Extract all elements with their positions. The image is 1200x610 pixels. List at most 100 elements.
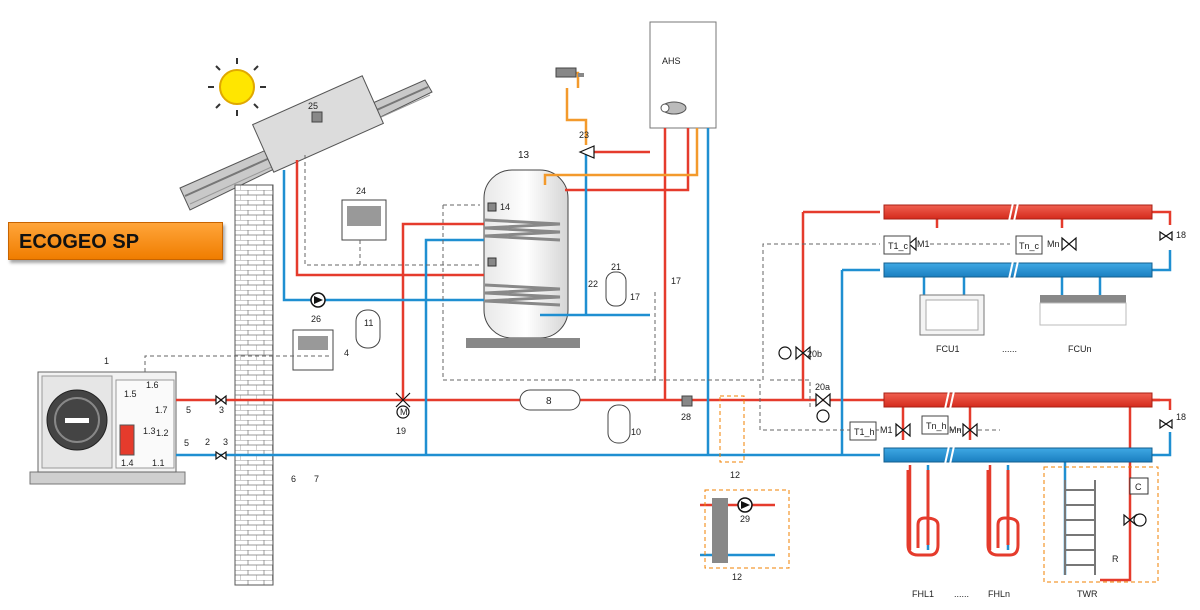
valve-motor-19 bbox=[396, 405, 410, 419]
label-22: 22 bbox=[588, 279, 598, 289]
sensor-t1c-label: T1_c bbox=[888, 241, 909, 251]
label-23: 23 bbox=[579, 130, 589, 140]
label-8: 8 bbox=[546, 396, 552, 407]
expansion-vessel-21 bbox=[605, 271, 627, 307]
control-wiring bbox=[144, 155, 1010, 431]
auxiliary-heat-source bbox=[649, 21, 717, 129]
motor-mn-h-label: Mn bbox=[949, 425, 962, 435]
label-11: 11 bbox=[364, 318, 373, 328]
return-manifold-lower bbox=[883, 447, 1153, 463]
label-4: 4 bbox=[344, 348, 349, 358]
label-twr: TWR bbox=[1077, 589, 1098, 599]
bypass-valve-18-upper bbox=[1159, 230, 1173, 242]
fan-coil-unit-n bbox=[1039, 295, 1127, 326]
valve-3-upper bbox=[215, 394, 227, 406]
label-18-upper: 18 bbox=[1176, 230, 1186, 240]
buffer-tank-8 bbox=[519, 389, 581, 411]
label-12-lower: 12 bbox=[732, 572, 742, 582]
label-fcun: FCUn bbox=[1068, 344, 1092, 354]
label-2: 2 bbox=[205, 437, 210, 447]
expansion-vessel-10 bbox=[607, 404, 631, 444]
r-label: R bbox=[1112, 554, 1119, 564]
outdoor-unit bbox=[29, 371, 186, 485]
label-20a: 20a bbox=[815, 382, 830, 392]
sensor-box-tnc bbox=[1015, 235, 1043, 255]
solar-sensor-25 bbox=[311, 111, 323, 123]
label-1-7: 1.7 bbox=[155, 405, 168, 415]
label-26: 26 bbox=[311, 314, 321, 324]
label-1: 1 bbox=[104, 356, 109, 366]
label-1-1: 1.1 bbox=[152, 458, 165, 468]
label-19: 19 bbox=[396, 426, 406, 436]
motor-mn-c-label: Mn bbox=[1047, 239, 1060, 249]
floor-heating-loop-n bbox=[986, 470, 1020, 557]
valve-20a bbox=[815, 392, 831, 408]
sensor-box-tnh bbox=[921, 415, 949, 435]
towel-radiator-zone bbox=[1043, 466, 1159, 583]
sensor-box-t1h bbox=[849, 421, 877, 441]
label-18-lower: 18 bbox=[1176, 412, 1186, 422]
label-28: 28 bbox=[681, 412, 691, 422]
sun-icon bbox=[208, 58, 266, 116]
label-24: 24 bbox=[356, 186, 366, 196]
brand-label: ECOGEO SP bbox=[8, 222, 223, 260]
heating-supply-manifold-lower bbox=[883, 392, 1153, 408]
floor-heating-loop-1 bbox=[906, 470, 940, 557]
bypass-valve-18-lower bbox=[1159, 418, 1173, 430]
label-20b: 20b bbox=[807, 349, 822, 359]
towel-radiator bbox=[1064, 480, 1096, 575]
roof bbox=[179, 75, 433, 211]
label-12-upper: 12 bbox=[730, 470, 740, 480]
label-fhln: FHLn bbox=[988, 589, 1010, 599]
motor-m1-h-label: M1 bbox=[880, 425, 893, 435]
pump-29 bbox=[737, 497, 753, 513]
zone-valve-m1-h bbox=[895, 422, 911, 438]
label-29: 29 bbox=[740, 514, 750, 524]
optional-zone-12 bbox=[719, 395, 745, 463]
label-1-5: 1.5 bbox=[124, 389, 137, 399]
valve-3-lower bbox=[215, 450, 227, 461]
three-way-valve-19 bbox=[395, 392, 411, 408]
label-fhl1: FHL1 bbox=[912, 589, 934, 599]
dots-fcu: ...... bbox=[1002, 344, 1017, 354]
motor-m1-c-label: M1 bbox=[917, 239, 930, 249]
label-6: 6 bbox=[291, 474, 296, 484]
label-14: 14 bbox=[500, 202, 510, 212]
label-1-4: 1.4 bbox=[121, 458, 134, 468]
brick-wall bbox=[234, 184, 274, 586]
label-fcu1: FCU1 bbox=[936, 344, 960, 354]
label-1-6: 1.6 bbox=[146, 380, 159, 390]
label-3-upper: 3 bbox=[219, 405, 224, 415]
sensor-box-t1c bbox=[883, 235, 911, 255]
label-17-upper: 17 bbox=[671, 276, 681, 286]
zone-valve-mn-c bbox=[1061, 236, 1077, 252]
dhw-tank bbox=[466, 169, 580, 348]
label-25: 25 bbox=[308, 101, 318, 111]
label-5-lower: 5 bbox=[184, 438, 189, 448]
shower-tap-icon bbox=[555, 67, 584, 78]
valve-20b bbox=[795, 345, 811, 361]
dots-fhl: ...... bbox=[954, 589, 969, 599]
label-7: 7 bbox=[314, 474, 319, 484]
label-1-3: 1.3 bbox=[143, 426, 156, 436]
sensor-tnh-label: Tn_h bbox=[926, 421, 947, 431]
fan-coil-unit-1 bbox=[919, 294, 985, 336]
sensor-tnc-label: Tn_c bbox=[1019, 241, 1040, 251]
zone-valve-mn-h bbox=[962, 422, 978, 438]
pump-26 bbox=[310, 292, 326, 308]
mixing-valve-23 bbox=[578, 145, 595, 159]
label-ahs: AHS bbox=[662, 56, 681, 66]
label-3-lower: 3 bbox=[223, 437, 228, 447]
label-17-lower: 17 bbox=[630, 292, 640, 302]
label-5-upper: 5 bbox=[186, 405, 191, 415]
label-21: 21 bbox=[611, 262, 621, 272]
c-box-label: C bbox=[1135, 482, 1142, 492]
buffer-detail-12 bbox=[704, 489, 790, 569]
sensor-t1h-label: T1_h bbox=[854, 427, 875, 437]
motor-label: M bbox=[400, 407, 408, 417]
label-1-2: 1.2 bbox=[156, 428, 169, 438]
label-10: 10 bbox=[631, 427, 641, 437]
expansion-vessel-11 bbox=[355, 309, 381, 349]
sensor-28 bbox=[681, 395, 693, 407]
